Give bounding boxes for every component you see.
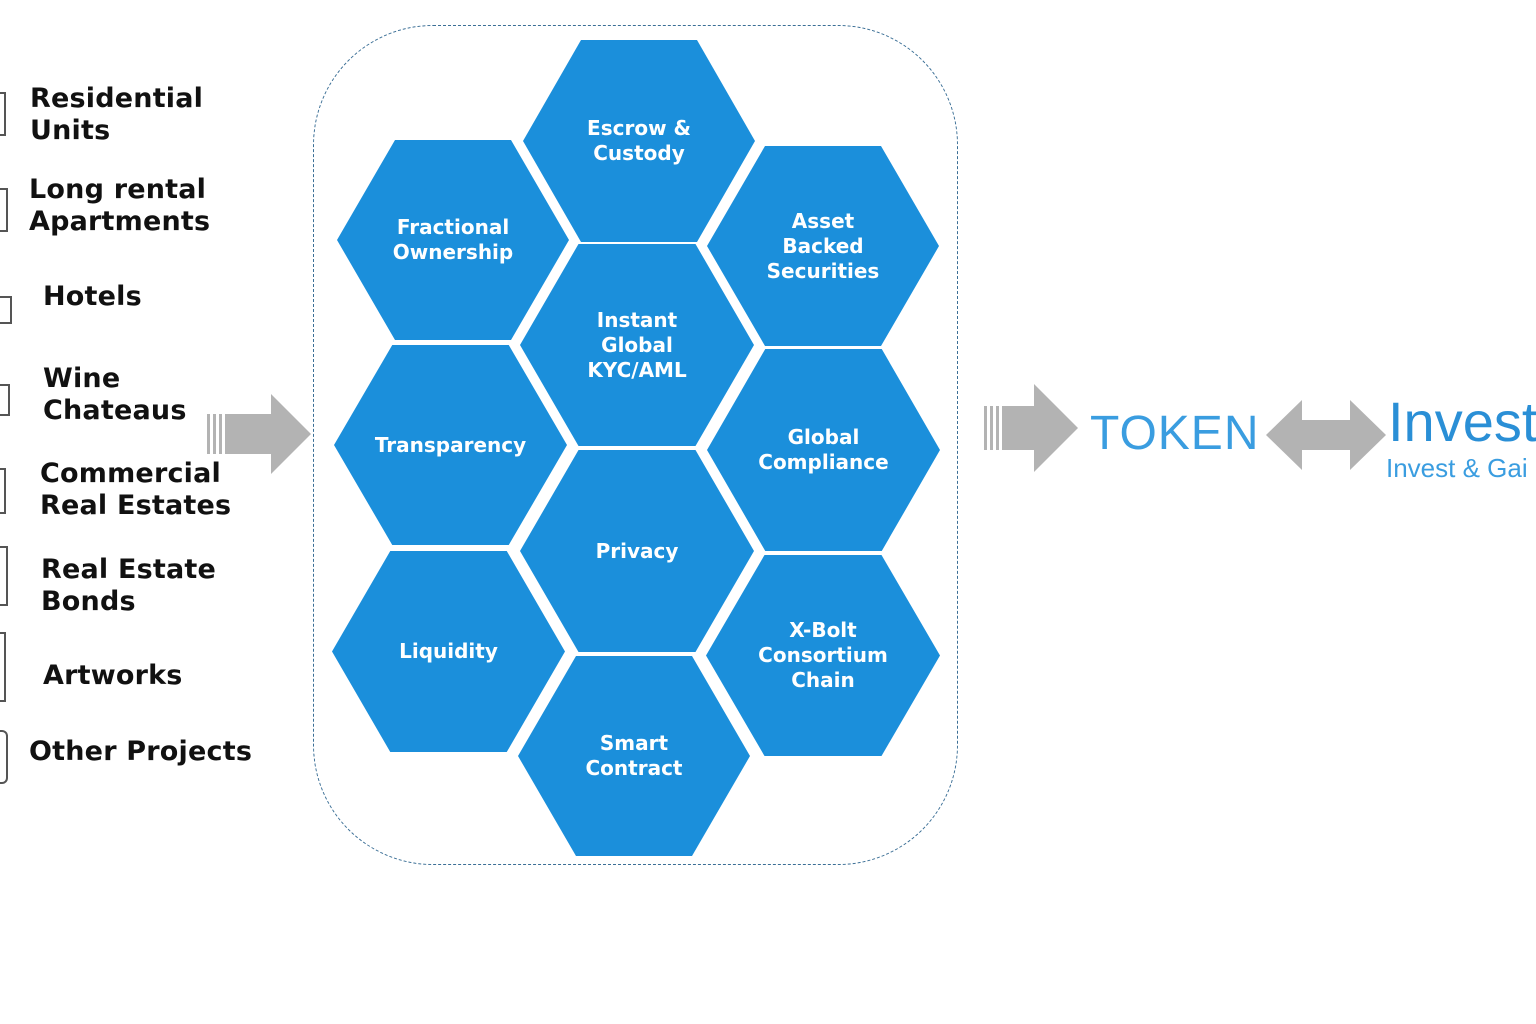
asset-other-projects: Other Projects [29, 736, 253, 767]
bond-icon [0, 546, 8, 606]
asset-commercial-real-estates: Commercial Real Estates [40, 458, 232, 521]
apartment-icon [0, 188, 8, 232]
hex-smart-contract: Smart Contract [518, 656, 750, 856]
hex-x-bolt-consortium-chain: X-Bolt Consortium Chain [706, 555, 940, 756]
asset-long-rental-apartments: Long rental Apartments [29, 174, 211, 237]
asset-residential-units: Residential Units [30, 83, 204, 146]
asset-wine-chateaus: Wine Chateaus [43, 363, 187, 426]
project-icon [0, 730, 8, 784]
right-arrow-icon [207, 394, 311, 474]
token-label: TOKEN [1090, 407, 1260, 460]
asset-artworks: Artworks [43, 660, 183, 691]
invest-subtitle: Invest & Gai [1386, 453, 1528, 483]
artwork-icon [0, 632, 6, 702]
asset-hotels: Hotels [43, 281, 142, 312]
commercial-icon [0, 468, 6, 514]
building-icon [0, 92, 6, 136]
hex-escrow-custody: Escrow & Custody [523, 40, 755, 242]
asset-real-estate-bonds: Real Estate Bonds [41, 554, 217, 617]
hotel-icon [0, 296, 12, 324]
feature-container [313, 25, 958, 865]
chateau-icon [0, 384, 10, 416]
double-arrow-icon [1266, 400, 1386, 470]
right-arrow-icon [984, 384, 1078, 472]
invest-title: Invest [1388, 390, 1536, 453]
hex-asset-backed-securities: Asset Backed Securities [707, 146, 939, 346]
